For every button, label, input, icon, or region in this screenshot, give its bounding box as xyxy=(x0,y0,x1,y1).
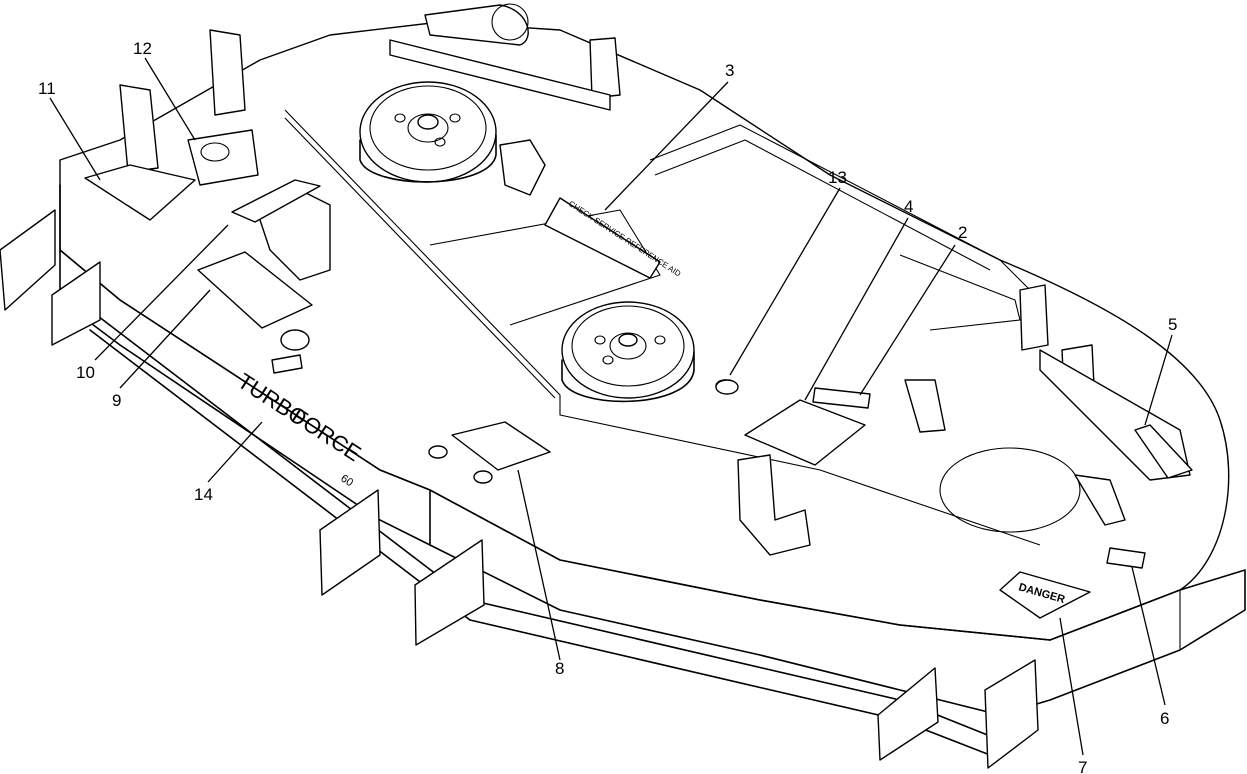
callout-2: 2 xyxy=(958,223,967,242)
callout-13: 13 xyxy=(828,168,847,187)
callout-5: 5 xyxy=(1168,315,1177,334)
callout-6: 6 xyxy=(1160,709,1169,728)
callout-3: 3 xyxy=(725,61,734,80)
callout-7: 7 xyxy=(1078,758,1087,774)
decals xyxy=(84,129,1193,619)
deck-size-label: 60 xyxy=(338,472,355,489)
callout-12: 12 xyxy=(133,39,152,58)
callout-9: 9 xyxy=(112,391,121,410)
callout-numbers: 2 3 4 5 6 7 8 9 10 11 12 13 14 xyxy=(38,39,1177,774)
front-mounting-plates xyxy=(0,209,1039,769)
center-spindle-pulley xyxy=(561,301,695,403)
callout-14: 14 xyxy=(194,485,213,504)
callout-8: 8 xyxy=(555,659,564,678)
callout-leader-lines xyxy=(49,57,1173,756)
left-spindle-pulley xyxy=(359,81,497,183)
right-discharge-opening xyxy=(939,447,1081,533)
callout-4: 4 xyxy=(904,197,913,216)
rear-roller-wheel xyxy=(424,3,529,46)
callout-11: 11 xyxy=(38,79,56,98)
callout-10: 10 xyxy=(76,363,95,382)
grease-fitting xyxy=(271,329,310,374)
